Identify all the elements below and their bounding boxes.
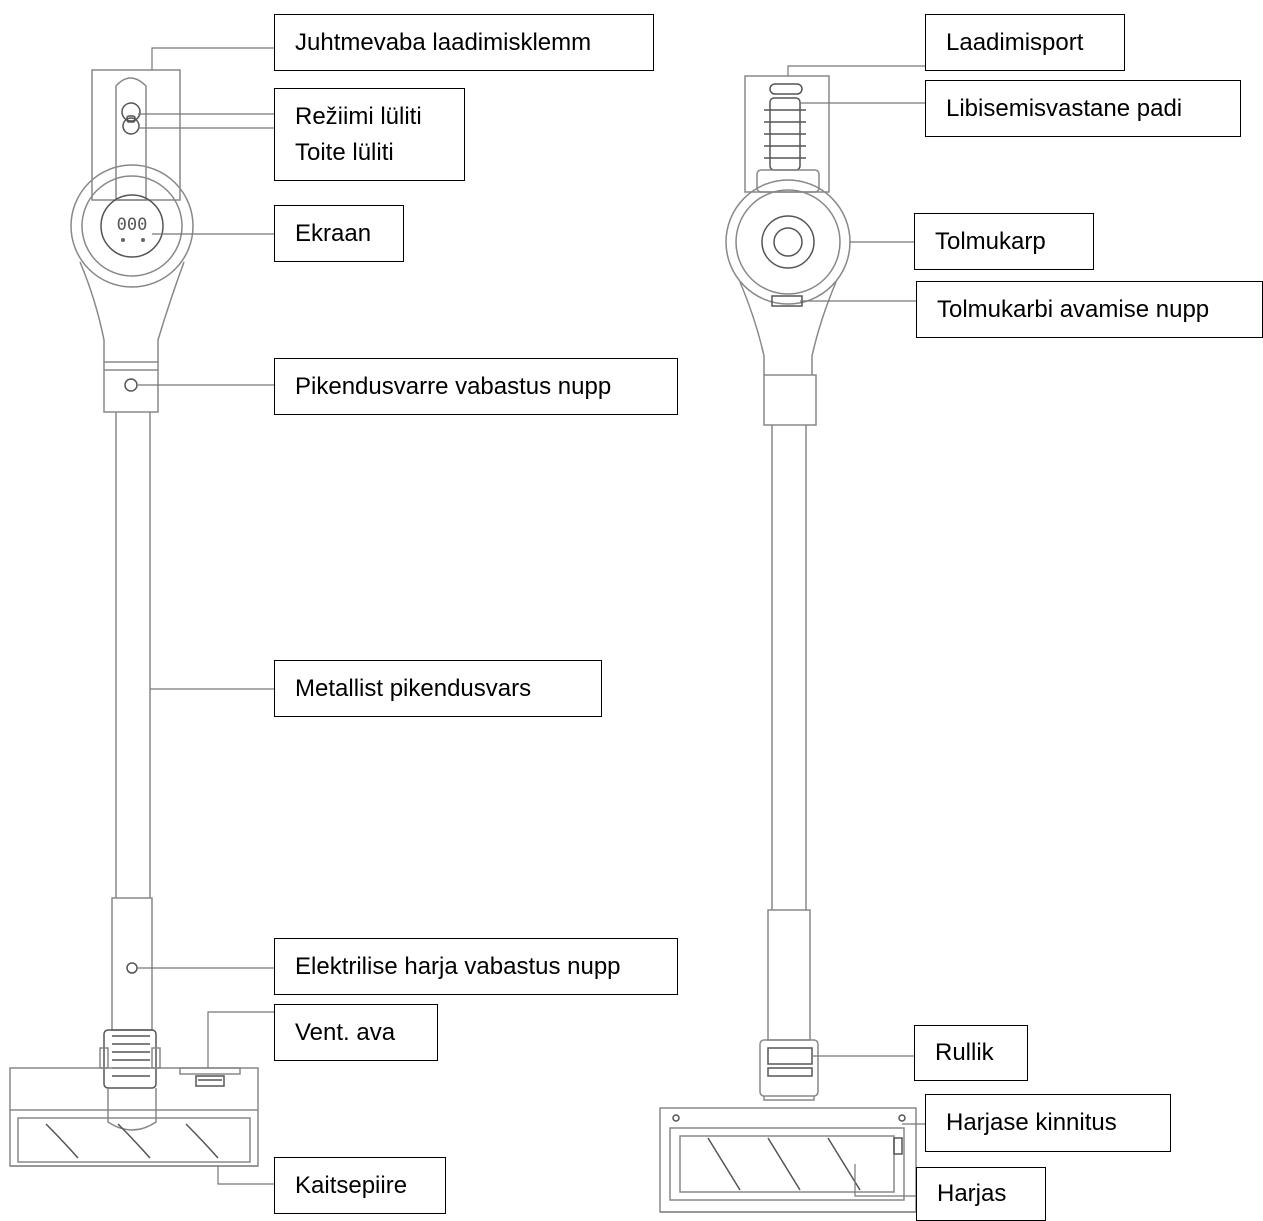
label-bumper: Kaitsepiire bbox=[274, 1157, 446, 1214]
label-metal-tube: Metallist pikendusvars bbox=[274, 660, 602, 717]
left-vacuum-illustration: 000 bbox=[9, 69, 259, 1167]
label-display: Ekraan bbox=[274, 205, 404, 262]
label-text: Laadimisport bbox=[946, 28, 1084, 56]
label-vent: Vent. ava bbox=[274, 1004, 438, 1061]
label-mode-switch-text: Režiimi lüliti bbox=[295, 102, 422, 130]
label-dust-box-release: Tolmukarbi avamise nupp bbox=[916, 281, 1263, 338]
svg-text:000: 000 bbox=[117, 215, 148, 235]
callout-lines bbox=[138, 47, 925, 1197]
label-text: Elektrilise harja vabastus nupp bbox=[295, 952, 621, 980]
label-tube-release-button: Pikendusvarre vabastus nupp bbox=[274, 358, 678, 415]
label-roller: Rullik bbox=[914, 1025, 1028, 1081]
label-dust-box: Tolmukarp bbox=[914, 213, 1094, 270]
label-text: Kaitsepiire bbox=[295, 1171, 408, 1199]
label-text: Metallist pikendusvars bbox=[295, 674, 532, 702]
label-mode-power-switch: Režiimi lüliti Toite lüliti bbox=[274, 88, 465, 181]
label-text: Harjase kinnitus bbox=[946, 1109, 1117, 1136]
label-text: Juhtmevaba laadimisklemm bbox=[295, 28, 592, 56]
label-text: Rullik bbox=[935, 1039, 994, 1066]
label-brush-holder: Harjase kinnitus bbox=[925, 1094, 1171, 1152]
right-vacuum-illustration bbox=[659, 75, 917, 1213]
label-text: Tolmukarp bbox=[935, 227, 1046, 255]
label-text: Harjas bbox=[937, 1180, 1007, 1207]
label-charging-terminal: Juhtmevaba laadimisklemm bbox=[274, 14, 654, 71]
label-text: Vent. ava bbox=[295, 1018, 396, 1046]
label-power-switch-text: Toite lüliti bbox=[295, 138, 394, 166]
label-brush-release-button: Elektrilise harja vabastus nupp bbox=[274, 938, 678, 995]
label-text: Ekraan bbox=[295, 219, 372, 247]
label-text: Libisemisvastane padi bbox=[946, 94, 1183, 122]
label-charging-port: Laadimisport bbox=[925, 14, 1125, 71]
label-brush: Harjas bbox=[916, 1167, 1046, 1221]
label-text: Tolmukarbi avamise nupp bbox=[937, 295, 1210, 323]
label-text: Pikendusvarre vabastus nupp bbox=[295, 372, 612, 400]
label-anti-slip-pad: Libisemisvastane padi bbox=[925, 80, 1241, 137]
